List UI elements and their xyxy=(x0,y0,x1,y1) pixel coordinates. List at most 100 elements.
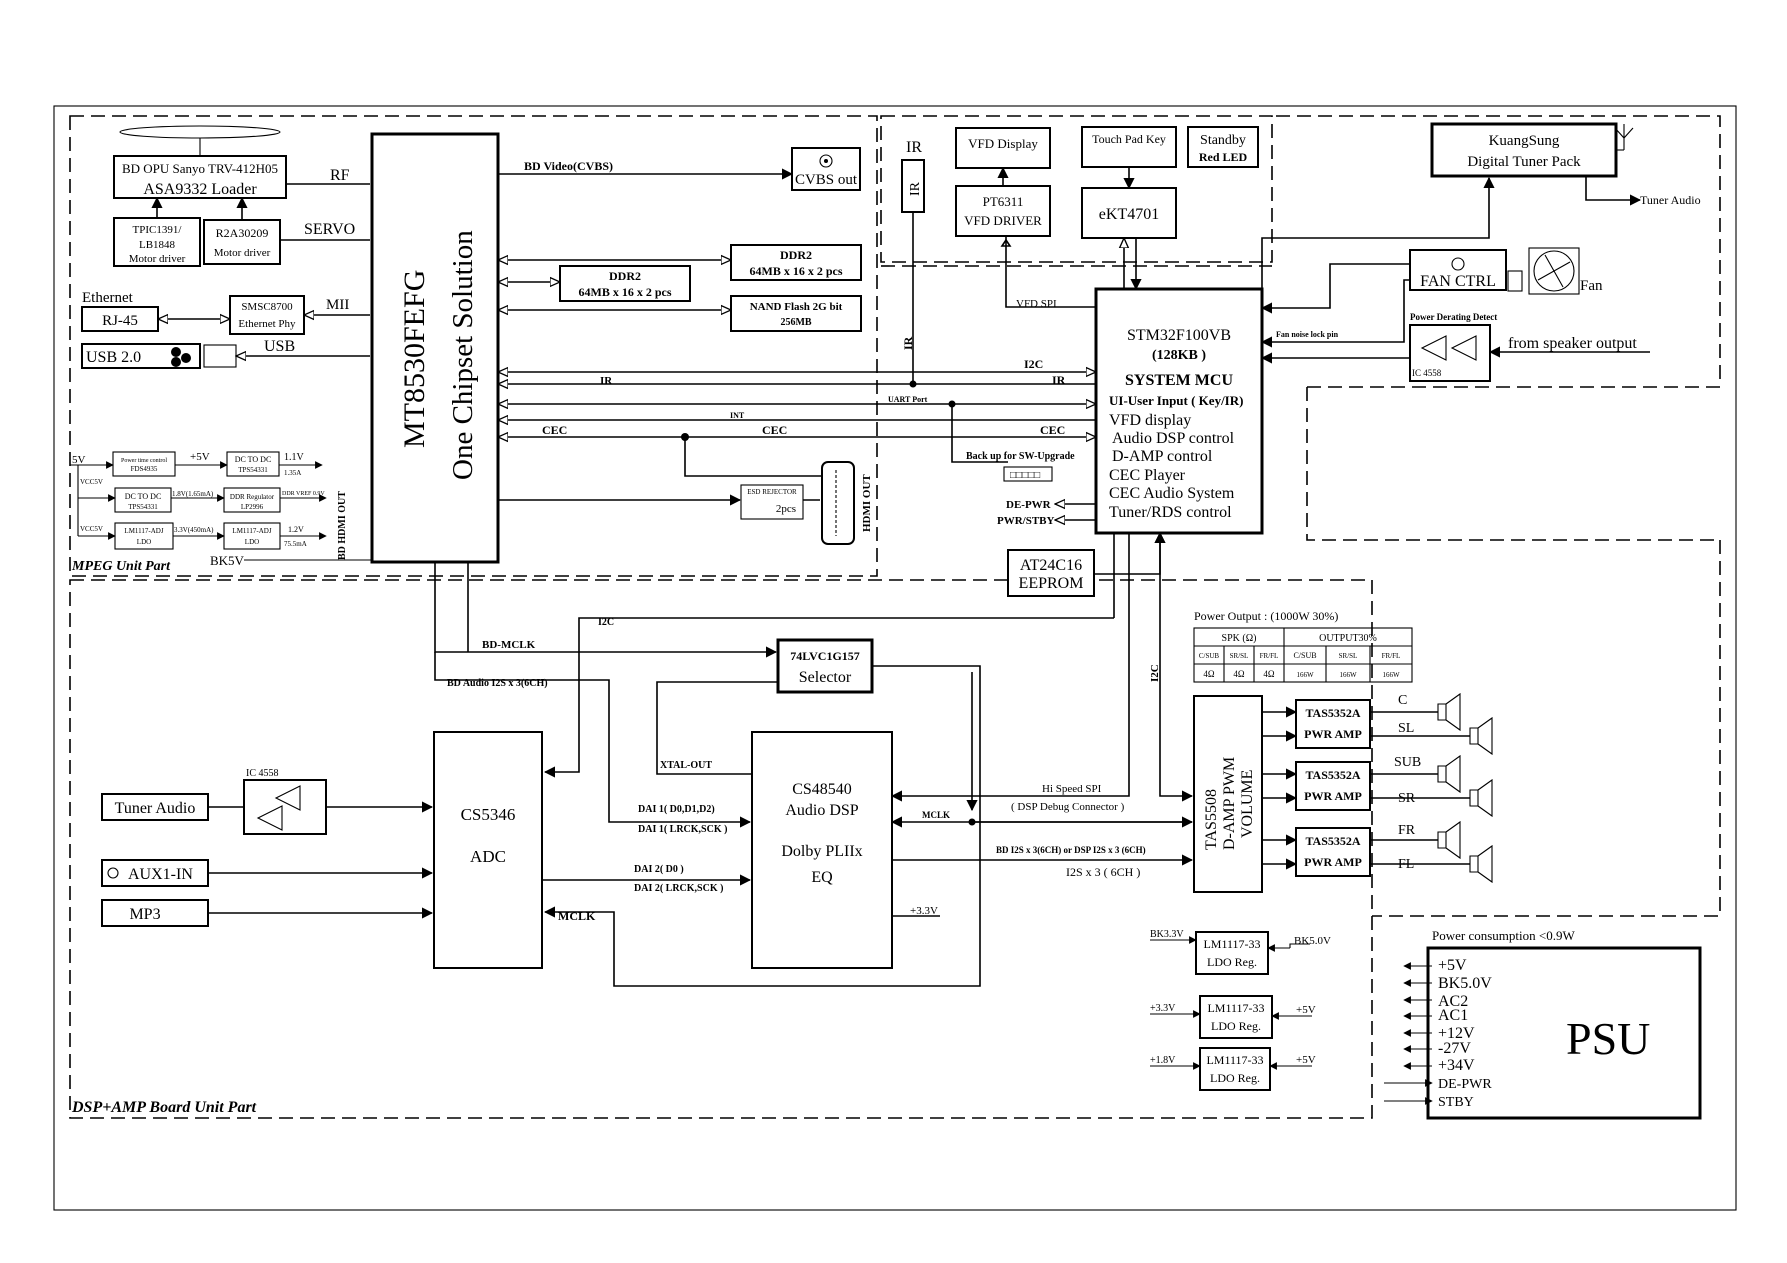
bd-mclk-label: BD-MCLK xyxy=(482,639,536,651)
standby-led-box xyxy=(1187,126,1259,168)
svg-text:DE-PWR: DE-PWR xyxy=(1438,1077,1492,1092)
amp-1-name: TAS5352A xyxy=(1305,706,1360,720)
tpic-label-1: TPIC1391/ xyxy=(133,224,183,236)
mcu-func-1: UI-User Input ( Key/IR) xyxy=(1109,393,1243,408)
usb-line-label: USB xyxy=(264,338,295,355)
svg-text:+5V: +5V xyxy=(190,451,210,463)
svg-text:5V: 5V xyxy=(72,454,86,466)
tuner-pack-label-1: KuangSung xyxy=(1489,133,1560,149)
svg-text:166W: 166W xyxy=(1339,671,1357,679)
rj45-box xyxy=(81,306,159,332)
power-output-table: SPK (Ω) OUTPUT30% C/SUB SR/SL FR/FL C/SU… xyxy=(1193,627,1413,683)
mt8530-subtitle: One Chipset Solution xyxy=(447,230,479,480)
svg-text:+1.8V: +1.8V xyxy=(1150,1055,1176,1066)
tpic-label-3: Motor driver xyxy=(129,253,186,265)
opu-label-2: ASA9332 Loader xyxy=(143,181,257,198)
standby-label-1: Standby xyxy=(1200,133,1246,148)
opu-box xyxy=(113,155,287,199)
ir-vert-label: IR xyxy=(901,336,915,350)
mcu-func-5: CEC Player xyxy=(1109,467,1186,484)
usb-label: USB 2.0 xyxy=(86,349,141,366)
rj45-label: RJ-45 xyxy=(102,313,138,329)
backup-pins: □□□□□ xyxy=(1010,470,1040,481)
mp3-label: MP3 xyxy=(129,906,160,923)
fan-ctrl-label: FAN CTRL xyxy=(1420,273,1496,290)
selector-box xyxy=(776,638,874,694)
fan-connector-icon xyxy=(1507,270,1523,292)
amp-3-sub: PWR AMP xyxy=(1304,855,1362,869)
bd-video-label: BD Video(CVBS) xyxy=(524,159,613,173)
svg-text:FR/FL: FR/FL xyxy=(1260,652,1279,660)
mcu-mem: (128KB ) xyxy=(1152,348,1206,363)
svg-text:LM1117-ADJ: LM1117-ADJ xyxy=(232,527,271,535)
smsc-box xyxy=(229,295,305,335)
pwr-stby-label: PWR/STBY xyxy=(997,515,1055,527)
svg-text:FR/FL: FR/FL xyxy=(1382,652,1401,660)
ddr2-a-label-1: DDR2 xyxy=(780,248,812,262)
tuner-pack-box xyxy=(1430,122,1618,178)
hispeed-label-1: Hi Speed SPI xyxy=(1042,783,1102,795)
backup-connector xyxy=(1003,466,1053,482)
fan-icon xyxy=(1528,247,1580,295)
adc-label-2: ADC xyxy=(470,847,506,866)
svg-text:+34V: +34V xyxy=(1438,1057,1475,1074)
derating-ic-label: IC 4558 xyxy=(1412,368,1442,378)
psu-consumption: Power consumption <0.9W xyxy=(1432,928,1575,943)
svg-text:+5V: +5V xyxy=(1438,957,1467,974)
ekt-label: eKT4701 xyxy=(1099,206,1159,223)
hdmi-out-label: HDMI OUT xyxy=(861,474,873,532)
power-derating-box xyxy=(1409,324,1491,382)
mcu-func-6: CEC Audio System xyxy=(1109,485,1235,502)
mt8530-part: MT8530FEFG xyxy=(398,270,431,448)
svg-text:LM1117-ADJ: LM1117-ADJ xyxy=(124,527,163,535)
svg-text:166W: 166W xyxy=(1382,671,1400,679)
svg-text:C/SUB: C/SUB xyxy=(1199,652,1220,660)
vfd-display-box xyxy=(955,127,1051,169)
tas5508-label-1: TAS5508 xyxy=(1203,789,1220,850)
eeprom-box xyxy=(1007,549,1095,597)
svg-text:3.3V(450mA): 3.3V(450mA) xyxy=(174,526,214,534)
dai1-label-1: DAI 1( D0,D1,D2) xyxy=(638,804,715,815)
mcu-func-4: D-AMP control xyxy=(1112,448,1213,465)
svg-text:STBY: STBY xyxy=(1438,1095,1474,1110)
svg-text:BK5V: BK5V xyxy=(210,553,245,568)
touch-pad-label: Touch Pad Key xyxy=(1092,132,1166,146)
psu-title: PSU xyxy=(1566,1013,1650,1064)
ddr2-box-a xyxy=(730,244,862,281)
nand-box xyxy=(730,295,862,332)
svg-text:LDO Reg.: LDO Reg. xyxy=(1210,1071,1260,1085)
ethernet-label: Ethernet xyxy=(82,290,134,306)
svg-text:C/SUB: C/SUB xyxy=(1293,651,1316,660)
speaker-icons xyxy=(1437,692,1493,884)
xtal-label: XTAL-OUT xyxy=(660,760,712,771)
bd-hdmi-out-label: BD HDMI OUT xyxy=(337,491,348,560)
dai1-label-2: DAI 1( LRCK,SCK ) xyxy=(638,824,727,835)
fan-ctrl-box xyxy=(1409,249,1507,291)
svg-text:LM1117-33: LM1117-33 xyxy=(1203,937,1260,951)
selector-label-2: Selector xyxy=(799,669,852,686)
fan-label: Fan xyxy=(1580,278,1603,294)
region-dsp-amp: DSP+AMP Board Unit Part xyxy=(71,1099,257,1116)
rf-label: RF xyxy=(330,167,350,184)
aux-label: AUX1-IN xyxy=(128,866,193,883)
i2c-vert-label: I2C xyxy=(1149,664,1161,682)
ir-sensor-icon: IR xyxy=(908,181,923,196)
dsp-label-4: EQ xyxy=(811,869,833,886)
mcu-func-7: Tuner/RDS control xyxy=(1109,504,1232,521)
mcu-func-3: Audio DSP control xyxy=(1112,430,1235,447)
svg-text:BK5.0V: BK5.0V xyxy=(1438,975,1492,992)
uart-label: UART Port xyxy=(888,395,928,404)
mt8530-chip xyxy=(370,132,500,564)
adc-label-1: CS5346 xyxy=(461,805,516,824)
standby-label-2: Red LED xyxy=(1199,150,1248,164)
ic4558-label: IC 4558 xyxy=(246,768,279,779)
svg-text:LM1117-33: LM1117-33 xyxy=(1206,1053,1263,1067)
aux-box xyxy=(101,859,209,887)
vfd-display-label: VFD Display xyxy=(968,136,1038,151)
power-output-title: Power Output : (1000W 30%) xyxy=(1194,609,1338,623)
selector-label-1: 74LVC1G157 xyxy=(790,649,860,663)
aux-jack-icon xyxy=(107,867,119,879)
dai2-label-1: DAI 2( D0 ) xyxy=(634,864,684,875)
svg-text:TPS54331: TPS54331 xyxy=(128,503,158,511)
